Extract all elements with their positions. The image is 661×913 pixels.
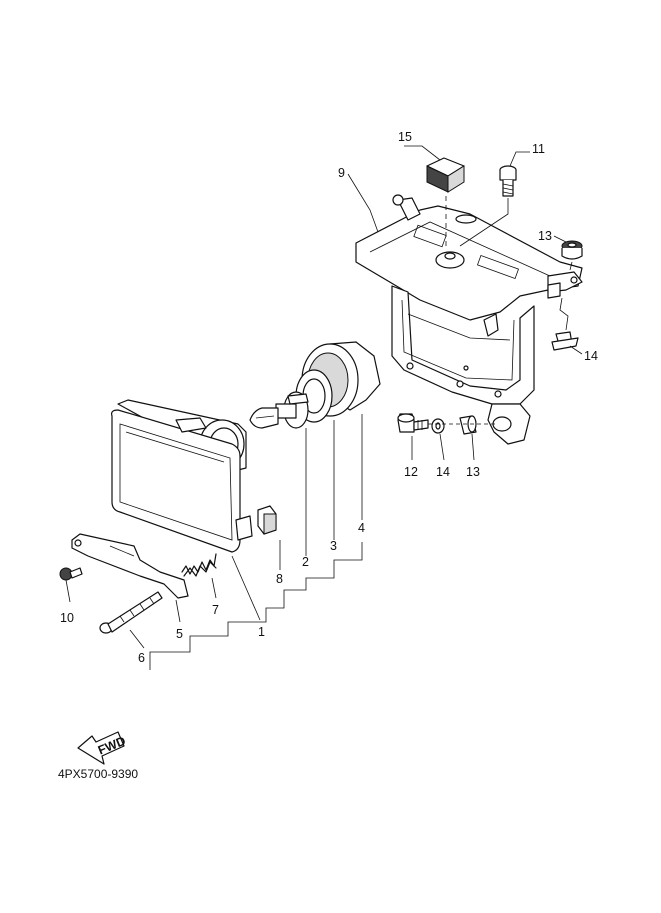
part-11-bolt <box>499 165 517 197</box>
callout-2: 2 <box>302 555 309 569</box>
callout-numbers: 15 11 9 13 14 12 14 13 4 3 2 8 7 1 5 6 1… <box>60 130 598 665</box>
callout-1: 1 <box>258 625 265 639</box>
part-5-bracket <box>71 533 189 599</box>
callout-13-lower: 13 <box>466 465 480 479</box>
callout-5: 5 <box>176 627 183 641</box>
callout-3: 3 <box>330 539 337 553</box>
callout-10: 10 <box>60 611 74 625</box>
part-2-bulb <box>249 391 309 429</box>
callout-9: 9 <box>338 166 345 180</box>
part-10-screw <box>59 567 83 581</box>
part-6-long-screw <box>99 591 163 634</box>
callout-11: 11 <box>532 142 545 156</box>
callout-12: 12 <box>404 465 418 479</box>
part-12-bolt <box>397 413 429 433</box>
part-15-cushion <box>426 157 465 193</box>
callout-8: 8 <box>276 572 283 586</box>
part-14-collar-upper <box>551 331 579 351</box>
callout-4: 4 <box>358 521 365 535</box>
part-1-headlight-unit <box>111 399 253 553</box>
callout-15: 15 <box>398 130 412 144</box>
leader-lines <box>65 145 583 670</box>
callout-14-upper: 14 <box>584 349 598 363</box>
callout-7: 7 <box>212 603 219 617</box>
part-7-spring <box>181 553 217 577</box>
headlight-stay-bracket <box>355 194 583 445</box>
fwd-arrow: FWD <box>77 731 128 765</box>
part-13-grommet-lower <box>459 415 477 435</box>
callout-6: 6 <box>138 651 145 665</box>
callout-14-lower: 14 <box>436 465 450 479</box>
callout-13-upper: 13 <box>538 229 552 243</box>
part-catalog-code: 4PX5700-9390 <box>58 767 139 781</box>
part-14-washer-lower <box>431 418 445 434</box>
part-13-grommet-upper <box>561 240 583 260</box>
part-8-adjuster-nut <box>257 505 277 535</box>
fwd-label: FWD <box>96 734 128 758</box>
